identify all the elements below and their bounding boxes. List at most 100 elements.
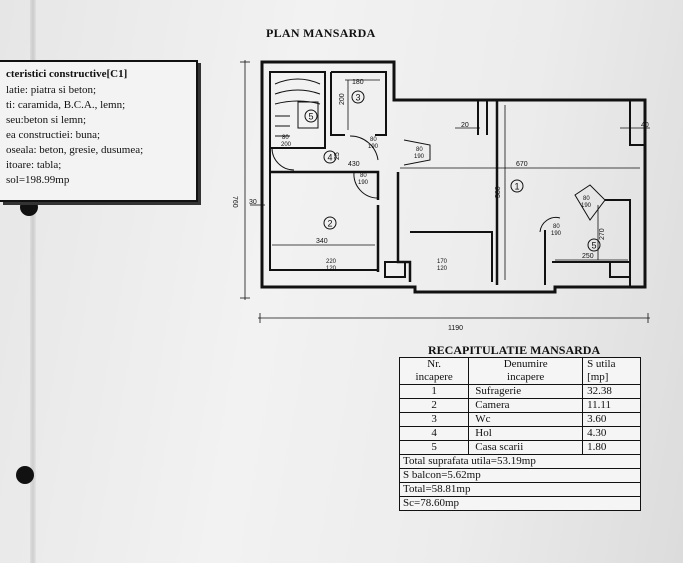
row-name: Wc [468, 412, 584, 427]
total-area: Total=58.81mp [399, 482, 641, 497]
row-area: 4.30 [582, 426, 641, 441]
room-number-circles [304, 90, 601, 252]
chimney-box [609, 261, 631, 278]
dimension-lines [240, 60, 650, 323]
dim-40: 40 [641, 122, 649, 129]
chimney-boxes [384, 261, 631, 278]
corridor-wall-right [410, 231, 493, 282]
total-row: Total=58.81mp [399, 482, 641, 497]
header-nr: Nr.incapere [398, 357, 470, 385]
row-area: 1.80 [582, 440, 641, 455]
dim-20: 20 [461, 122, 469, 129]
dim-1190: 1190 [448, 325, 463, 332]
dim-25: 25 [334, 152, 341, 160]
door-swing [539, 217, 561, 233]
stair-landing [297, 101, 319, 129]
room-number-4: 4 [327, 153, 332, 163]
row-name: Hol [468, 426, 584, 441]
row-nr: 4 [398, 426, 470, 441]
binder-hole-bottom [16, 466, 34, 484]
outer-wall [260, 60, 647, 294]
chimney-box [384, 261, 406, 278]
room-numbers: 1 2 3 4 5 5 [308, 93, 596, 251]
characteristics-line: oseala: beton, gresie, dusumea; [6, 144, 144, 156]
dim-760: 760 [231, 196, 238, 208]
balcony-side-wall [605, 199, 631, 287]
page-fold-shadow [30, 0, 36, 563]
hall-room-wall [270, 170, 380, 200]
door-swing [403, 139, 431, 166]
plan-walls [260, 60, 647, 294]
room-number-circle [323, 216, 337, 230]
row-name: Sufragerie [468, 384, 584, 399]
room-number-circle [323, 150, 337, 164]
dimension-labels: 180 200 20 40 670 580 760 30 340 270 250… [231, 79, 649, 332]
dim-580: 580 [495, 186, 502, 198]
corner-wall [629, 100, 645, 146]
binder-hole-top [20, 198, 38, 216]
recap-title: RECAPITULATIE MANSARDA [428, 343, 601, 357]
dim-270: 270 [599, 228, 606, 240]
dim-200: 200 [339, 93, 346, 105]
row-nr: 3 [398, 412, 470, 427]
row-name: Casa scarii [468, 440, 584, 455]
row-name: Camera [468, 398, 584, 413]
balcony-area: S balcon=5.62mp [399, 468, 641, 483]
stair-step [274, 78, 321, 85]
door-swing [349, 135, 379, 161]
row-area: 3.60 [582, 412, 641, 427]
dim-30: 30 [249, 199, 257, 206]
dim-250: 250 [582, 253, 594, 260]
characteristics-line: itoare: tabla; [6, 159, 62, 171]
room-number-1: 1 [514, 182, 519, 192]
stairs [274, 78, 321, 137]
room-number-5: 5 [308, 112, 313, 122]
characteristics-line: ti: caramida, B.C.A., lemn; [6, 99, 126, 111]
dim-430: 430 [348, 161, 360, 168]
door-swing [353, 171, 379, 199]
door-swing [574, 184, 606, 221]
table-row: 5 Casa scarii 1.80 [398, 440, 641, 455]
door-swings [271, 135, 606, 233]
table-row: 3 Wc 3.60 [398, 412, 641, 427]
row-nr: 1 [398, 384, 470, 399]
table-row: 1 Sufragerie 32.38 [398, 384, 641, 399]
row-area: 11.11 [582, 398, 641, 413]
room2-wall [269, 148, 378, 271]
characteristics-title: cteristici constructive[C1] [6, 68, 128, 80]
room-number-circle [587, 238, 601, 252]
characteristics-line: sol=198.99mp [6, 174, 70, 186]
dim-340: 340 [316, 238, 328, 245]
total-useful-area: Total suprafata utila=53.19mp [399, 454, 641, 469]
table-row: 2 Camera 11.11 [398, 398, 641, 413]
stair-step [274, 89, 321, 95]
characteristics-line: ea constructiei: buna; [6, 129, 101, 141]
stair-step [274, 100, 321, 105]
room-number-circle [304, 109, 318, 123]
row-nr: 2 [398, 398, 470, 413]
plan-title: PLAN MANSARDA [266, 26, 376, 40]
stair-wall [269, 71, 326, 149]
room-number-circle [351, 90, 365, 104]
dim-180: 180 [352, 79, 364, 86]
wc-wall [330, 71, 387, 136]
total-row: Total suprafata utila=53.19mp [399, 454, 641, 469]
room-number-3: 3 [355, 93, 360, 103]
door-swing [271, 147, 295, 171]
header-area: S utila[mp] [582, 357, 641, 385]
row-nr: 5 [398, 440, 470, 455]
